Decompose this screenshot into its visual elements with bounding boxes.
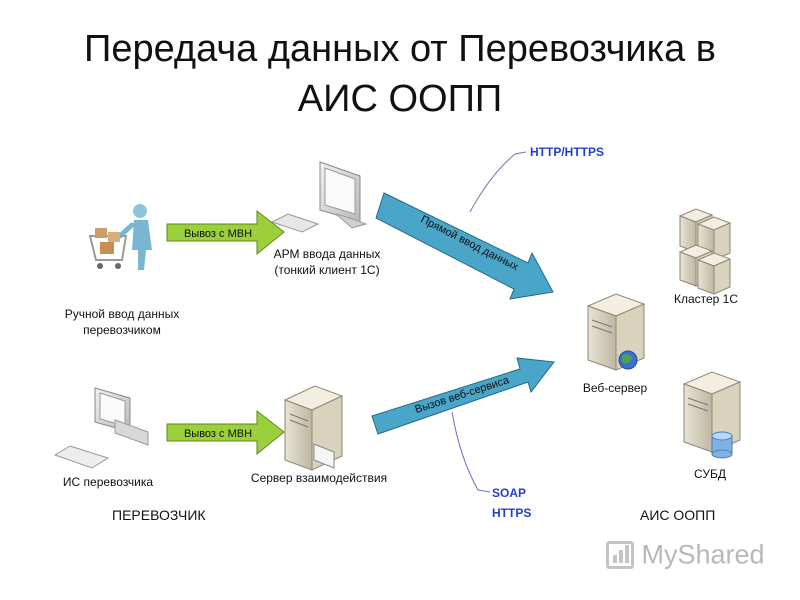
mvn-arrow-top-label: Вывоз с МВН [184, 228, 252, 240]
arm-label: АРМ ввода данных (тонкий клиент 1С) [273, 247, 381, 277]
web-service-arrow: Вызов веб-сервиса [371, 357, 555, 435]
https-protocol-label: HTTPS [492, 506, 532, 520]
dbms-server-icon [682, 371, 742, 459]
mvn-arrow-bottom-label: Вывоз с МВН [184, 428, 252, 440]
http-protocol-label: HTTP/HTTPS [530, 145, 604, 159]
title-line-2: АИС ООПП [297, 78, 503, 120]
title-line-1: Передача данных от Перевозчика в [84, 28, 716, 70]
mvn-arrow-top: Вывоз с МВН [166, 209, 285, 256]
watermark-text: MyShared [641, 539, 765, 570]
watermark-chart-icon [606, 540, 634, 569]
carrier-section-label: ПЕРЕВОЗЧИК [112, 507, 206, 523]
soap-callout-line [451, 411, 491, 493]
interaction-server-icon [283, 385, 344, 471]
aisoopp-section-label: АИС ООПП [640, 507, 716, 523]
interaction-server-label: Сервер взаимодействия [250, 471, 388, 485]
manual-entry-label: Ручной ввод данных перевозчиком [64, 307, 180, 337]
person-cart-icon [88, 204, 152, 270]
carrier-is-label: ИС перевозчика [62, 475, 154, 489]
dbms-label: СУБД [694, 467, 726, 481]
cluster-servers-icon [678, 208, 732, 295]
mvn-arrow-bottom: Вывоз с МВН [166, 409, 285, 456]
workstation-icon [270, 161, 368, 233]
cluster-label: Кластер 1С [673, 292, 739, 306]
http-callout-line [469, 151, 527, 213]
carrier-computer-icon [53, 387, 149, 469]
slide-title: Передача данных от Перевозчика в АИС ООП… [20, 24, 780, 124]
web-server-label: Веб-сервер [582, 381, 648, 395]
myshared-watermark: MyShared [606, 538, 765, 570]
web-server-icon [586, 293, 646, 371]
direct-input-arrow: Прямой ввод данных [375, 192, 554, 300]
web-service-label: Вызов веб-сервиса [414, 374, 512, 416]
soap-protocol-label: SOAP [492, 486, 527, 500]
